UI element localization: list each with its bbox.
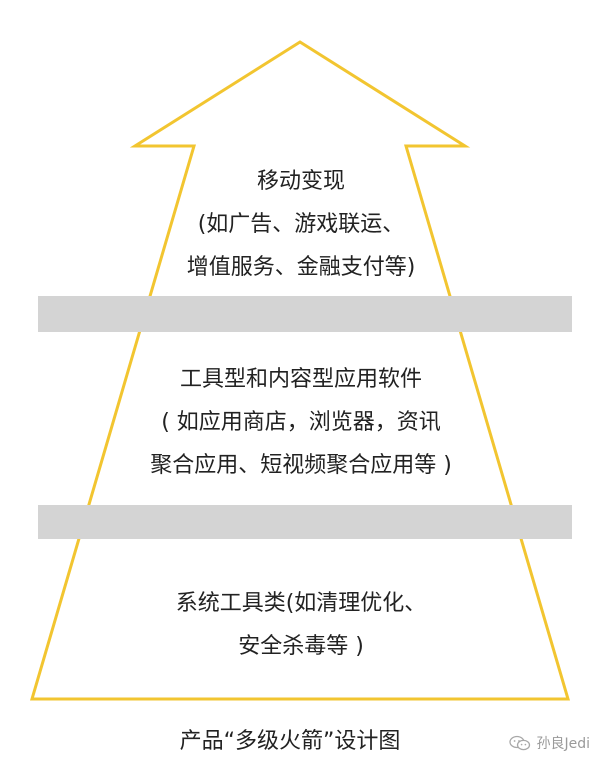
tier-monetization-line-3: 增值服务、金融支付等) [186, 255, 416, 280]
tier-apps: 工具型和内容型应用软件 ( 如应用商店，浏览器，资讯 聚合应用、短视频聚合应用等… [0, 358, 602, 487]
watermark: 孙良Jedi [509, 733, 590, 753]
wechat-icon [509, 735, 531, 751]
tier-apps-line-1: 工具型和内容型应用软件 [179, 367, 422, 392]
tier-monetization-line-1: 移动变现 [256, 169, 345, 194]
tier-system-tools: 系统工具类(如清理优化、 安全杀毒等 ) [0, 582, 602, 668]
diagram-caption: 产品“多级火箭”设计图 [179, 729, 401, 754]
tier-monetization: 移动变现 (如广告、游戏联运、 增值服务、金融支付等) [0, 160, 602, 289]
watermark-text: 孙良Jedi [536, 736, 590, 752]
tier-system-tools-line-2: 安全杀毒等 ) [238, 634, 364, 659]
separator-band-bottom [38, 505, 572, 539]
tier-system-tools-line-1: 系统工具类(如清理优化、 [175, 591, 427, 616]
tier-monetization-line-2: (如广告、游戏联运、 [197, 212, 405, 237]
tier-apps-line-2: ( 如应用商店，浏览器，资讯 [161, 410, 441, 435]
separator-band-top [38, 296, 572, 332]
tier-apps-line-3: 聚合应用、短视频聚合应用等 ) [150, 453, 452, 478]
